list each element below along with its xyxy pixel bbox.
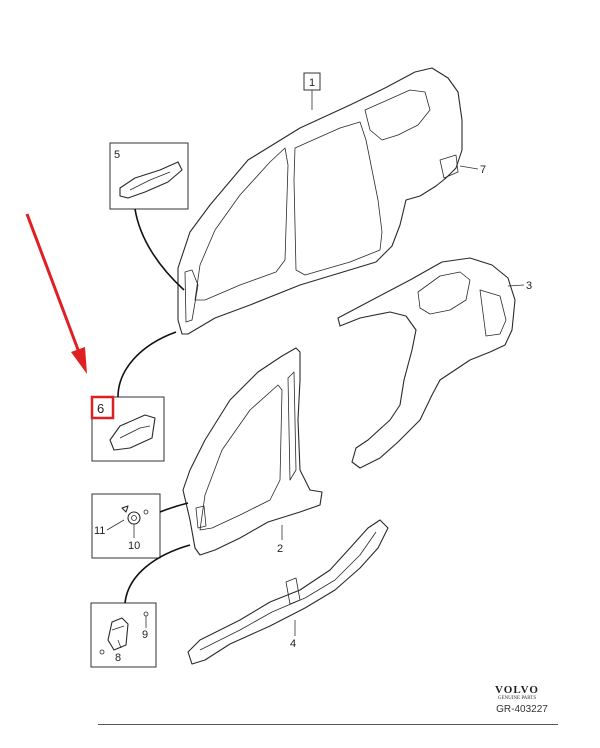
part-1-body-side-panel [177, 67, 463, 335]
figure-id: GR-403227 [496, 704, 548, 715]
callout-7: 7 [480, 164, 486, 176]
callout-10: 10 [128, 540, 140, 552]
detail-box-10-11 [91, 493, 161, 559]
leader-7 [459, 165, 479, 170]
part-4-rocker-sill [187, 519, 389, 665]
callout-9: 9 [142, 629, 148, 641]
volvo-logo: VOLVO [495, 684, 539, 696]
callout-2: 2 [277, 543, 283, 555]
bottom-divider [98, 724, 558, 725]
callout-6: 6 [97, 401, 104, 416]
part-2-front-pillar-frame [182, 347, 323, 556]
connector-8-to-2 [124, 544, 191, 604]
callout-8: 8 [115, 652, 121, 664]
callout-1: 1 [309, 77, 315, 89]
detail-box-8-9 [90, 602, 157, 668]
callout-6-highlight [90, 395, 115, 420]
callout-1-box [303, 72, 321, 91]
leader-11 [106, 519, 125, 531]
callout-5: 5 [114, 149, 120, 161]
connector-10-to-2 [159, 502, 189, 513]
detail-box-6 [91, 396, 165, 462]
volvo-logo-subtitle: GENUINE PARTS [497, 696, 537, 701]
callout-4: 4 [290, 638, 296, 650]
connector-6-to-1 [117, 331, 177, 398]
part-3-rear-quarter-panel [337, 257, 516, 469]
red-arrow-icon [25, 213, 87, 374]
callout-3: 3 [526, 280, 532, 292]
leader-8 [117, 639, 122, 649]
connector-5-to-1 [134, 208, 185, 291]
detail-box-5 [109, 142, 189, 210]
callout-11: 11 [94, 525, 105, 537]
leader-3 [507, 284, 525, 287]
